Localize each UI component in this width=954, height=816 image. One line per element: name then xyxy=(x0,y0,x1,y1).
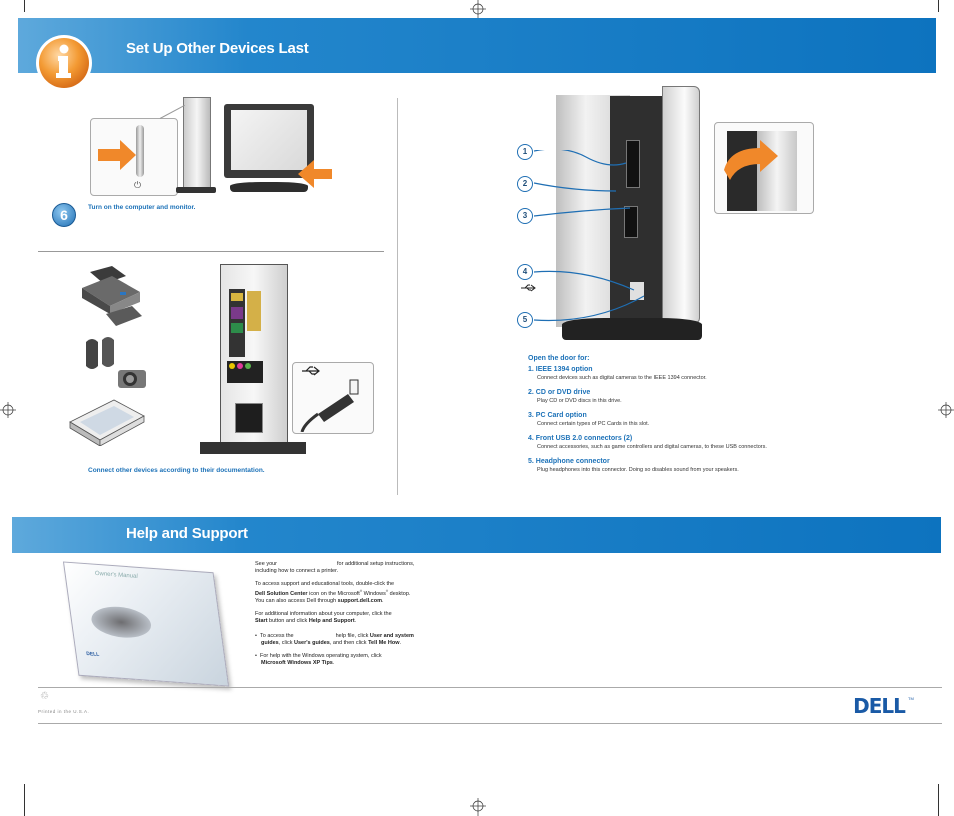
computer-door xyxy=(662,86,700,324)
door-item-title: 4. Front USB 2.0 connectors (2) xyxy=(528,435,633,442)
devices-caption: Connect other devices according to their… xyxy=(88,467,265,474)
crop-mark xyxy=(938,0,939,12)
printer-icon xyxy=(82,266,142,326)
monitor xyxy=(224,104,314,178)
callout-2: 2 xyxy=(517,176,533,192)
section-banner xyxy=(12,517,941,553)
monitor-stand xyxy=(230,182,308,192)
door-item-title: 1. IEEE 1394 option xyxy=(528,366,593,373)
step-caption: Turn on the computer and monitor. xyxy=(88,204,196,211)
crop-mark xyxy=(24,0,25,12)
section-title: Set Up Other Devices Last xyxy=(126,40,309,57)
info-icon xyxy=(36,35,92,91)
recycle-icon: ♲ xyxy=(40,691,49,702)
callout-5: 5 xyxy=(517,312,533,328)
scanner-icon xyxy=(69,399,145,446)
door-items-list: 1. IEEE 1394 option Connect devices such… xyxy=(528,366,928,473)
owners-manual-image: Owner's Manual DELL xyxy=(62,561,230,687)
door-item-desc: Play CD or DVD discs in this drive. xyxy=(537,398,622,404)
callout-1: 1 xyxy=(517,144,533,160)
callout-3: 3 xyxy=(517,208,533,224)
computer-back-panel xyxy=(220,264,288,446)
section-title: Help and Support xyxy=(126,525,248,542)
usb-icon xyxy=(302,366,320,376)
step-number-badge: 6 xyxy=(52,203,76,227)
computer-front xyxy=(610,96,662,336)
door-item-desc: Plug headphones into this connector. Doi… xyxy=(537,467,739,473)
divider xyxy=(38,687,942,688)
divider xyxy=(38,251,384,252)
trademark: TM xyxy=(908,696,914,701)
dell-solution-center-link: Dell Solution Center xyxy=(255,590,308,597)
dell-logo: DELL xyxy=(853,694,906,718)
crop-mark xyxy=(938,784,939,816)
support-link[interactable]: support.dell.com xyxy=(337,597,382,604)
computer-stand xyxy=(200,442,306,454)
crop-mark xyxy=(24,784,25,816)
manual-title: Owner's Manual xyxy=(94,570,139,581)
printed-in-usa: Printed in the U.S.A. xyxy=(38,709,90,714)
door-item-title: 2. CD or DVD drive xyxy=(528,389,591,396)
divider xyxy=(38,723,942,724)
arrow-right-icon xyxy=(98,140,136,170)
arrow-curved-icon xyxy=(724,140,778,180)
door-item-desc: Connect devices such as digital cameras … xyxy=(537,375,707,381)
registration-mark-icon xyxy=(0,402,16,418)
computer-base xyxy=(176,187,216,193)
power-icon: ⏻ xyxy=(134,180,142,190)
registration-mark-icon xyxy=(470,798,486,816)
arrow-left-icon xyxy=(298,160,332,188)
registration-mark-icon xyxy=(938,402,954,418)
divider-vertical xyxy=(397,98,398,495)
door-heading: Open the door for: xyxy=(528,355,590,362)
door-item-desc: Connect certain types of PC Cards in thi… xyxy=(537,421,650,427)
callout-leader-lines xyxy=(533,150,645,322)
computer-foot xyxy=(562,318,702,340)
callout-4: 4 xyxy=(517,264,533,280)
manual-brand: DELL xyxy=(85,650,100,659)
door-item-title: 3. PC Card option xyxy=(528,412,587,419)
usb-cable-icon xyxy=(300,379,359,432)
door-item-title: 5. Headphone connector xyxy=(528,458,610,465)
usb-inset xyxy=(292,362,374,434)
section-banner xyxy=(18,18,936,73)
computer-tower xyxy=(183,97,211,192)
usb-icon xyxy=(521,284,536,292)
registration-mark-icon xyxy=(470,0,486,18)
door-item-desc: Connect accessories, such as game contro… xyxy=(537,444,767,450)
speakers-and-camera-icon xyxy=(86,337,146,388)
